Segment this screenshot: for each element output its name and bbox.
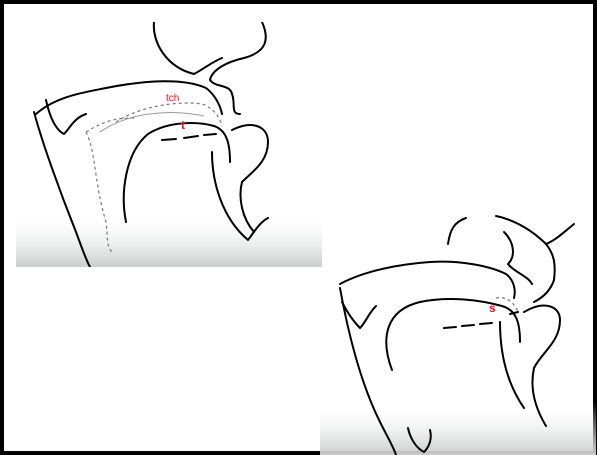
palate-outline — [340, 262, 515, 298]
label-t: t — [181, 119, 185, 131]
upper-jaw-outline — [46, 100, 86, 134]
upper-lip-outline — [496, 216, 574, 302]
tongue-tip-contour-tch — [116, 103, 222, 126]
tongue-dash-3 — [204, 134, 216, 135]
left-sagittal-diagram: tch t — [16, 22, 322, 267]
left-vocal-tract-drawing — [16, 22, 322, 267]
label-s: s — [489, 302, 496, 314]
nose-outline — [154, 22, 222, 74]
tongue-dash-1 — [444, 327, 456, 328]
tongue-dash-1 — [162, 139, 176, 140]
paper-shadow — [320, 402, 596, 455]
nose-outline — [448, 218, 466, 244]
palate-outline — [36, 81, 222, 114]
tongue-dash-2 — [184, 136, 198, 138]
right-vocal-tract-drawing — [320, 202, 596, 455]
label-tch: tch — [166, 94, 179, 104]
tongue-dash-3 — [480, 323, 492, 324]
upper-lip-outline — [210, 22, 266, 114]
tongue-dash-2 — [462, 325, 474, 326]
right-sagittal-diagram: s — [320, 202, 596, 455]
paper-shadow — [16, 212, 322, 267]
